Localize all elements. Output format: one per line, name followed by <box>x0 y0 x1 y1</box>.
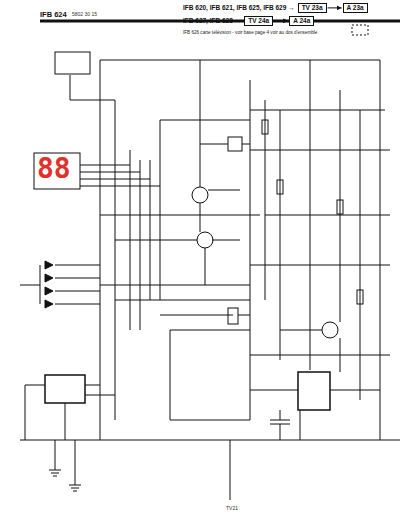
wire-bundle <box>20 60 400 500</box>
reference-box: TV 24a <box>244 16 273 26</box>
dashed-box <box>352 25 368 35</box>
resistor-symbol <box>337 200 343 214</box>
ic-chip <box>298 372 330 410</box>
variant-note: IFB 627, IFB 628 → <box>183 17 241 24</box>
diode-symbol <box>45 261 53 308</box>
box-label: TV 24a <box>248 17 269 25</box>
reference-box: TV 23a <box>298 3 327 13</box>
transistor-symbol <box>197 232 213 248</box>
variant-note: IFB 626 carte télévision - voir base pag… <box>183 30 317 35</box>
reference-box: A 23a <box>343 3 368 13</box>
variant-note: IFB 620, IFB 621, IFB 625, IFB 629 → <box>183 4 295 11</box>
reference-arrow <box>274 20 288 21</box>
sheet-number: TV21 <box>226 506 238 512</box>
drawing-number: IFB 624 <box>40 11 67 19</box>
transistor-symbol <box>322 322 338 338</box>
box-label: TV 23a <box>302 4 323 12</box>
reference-number: 5802 30 15 <box>72 12 97 18</box>
connector-block <box>55 52 90 74</box>
transistor-symbol <box>192 187 208 203</box>
box-label: A 24a <box>293 17 310 25</box>
reference-arrow <box>328 7 342 8</box>
resistor-symbol <box>262 120 268 134</box>
ground-symbol <box>49 470 81 491</box>
display-frame <box>34 153 80 189</box>
box-label: A 23a <box>347 4 364 12</box>
resistor-symbol <box>228 308 238 324</box>
capacitor-symbol <box>270 410 290 440</box>
resistor-symbol <box>357 290 363 304</box>
ic-chip <box>45 375 85 403</box>
resistor-symbol <box>228 137 242 151</box>
reference-box: A 24a <box>289 16 314 26</box>
resistor-symbol <box>277 180 283 194</box>
seven-segment-display: 88 <box>37 154 71 185</box>
